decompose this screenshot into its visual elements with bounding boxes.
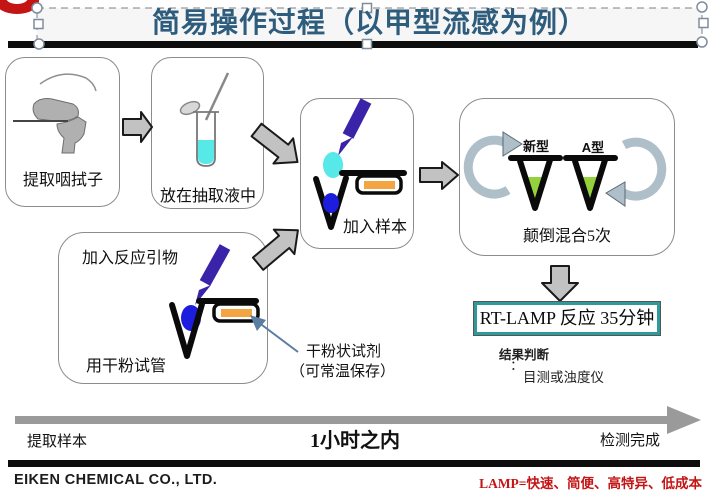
page-title: 简易操作过程（以甲型流感为例） xyxy=(151,8,587,39)
step2-card-extract[interactable] xyxy=(151,57,264,209)
step1-label: 提取咽拭子 xyxy=(22,172,103,189)
step4-label: 颠倒混合5次 xyxy=(522,228,611,245)
selection-handle[interactable] xyxy=(31,2,43,14)
timeline-middle-label: 1小时之内 xyxy=(310,430,400,452)
selection-handle[interactable] xyxy=(33,38,45,50)
timeline-start-label: 提取样本 xyxy=(27,434,88,450)
title-underline-bar xyxy=(8,41,698,48)
step3-label: 加入样本 xyxy=(343,219,408,236)
step4-card-mix[interactable] xyxy=(459,98,675,256)
selection-handle[interactable] xyxy=(698,17,709,29)
title-textbox[interactable] xyxy=(37,8,702,42)
rotate-left-icon xyxy=(463,131,523,199)
selection-handle[interactable] xyxy=(33,18,44,30)
tube-right-label: A型 xyxy=(581,140,605,155)
throat-swab-head-icon xyxy=(13,73,97,154)
rotate-right-icon xyxy=(605,137,667,207)
tube-new-type-icon xyxy=(508,155,563,211)
arrow-right-icon xyxy=(122,111,153,143)
tube-with-swab-icon xyxy=(179,72,230,167)
arrow-right-icon xyxy=(419,161,459,190)
tube-left-label: 新型 xyxy=(522,139,549,154)
step5-heading: 加入反应引物 xyxy=(82,250,179,267)
step5-label: 用干粉试管 xyxy=(86,358,167,375)
result-method: 目测或浊度仪 xyxy=(523,370,604,385)
footer-divider-bar xyxy=(8,460,700,467)
reagent-note-line1: 干粉状试剂 xyxy=(306,344,382,360)
selection-handle[interactable] xyxy=(361,38,373,50)
timeline-end-label: 检测完成 xyxy=(599,433,660,449)
lamp-tagline: LAMP=快速、简便、高特异、低成本 xyxy=(479,476,702,491)
pipette-into-dry-tube-icon xyxy=(169,244,260,359)
result-heading: 结果判断 xyxy=(499,348,550,362)
reaction-box: RT-LAMP 反应 35分钟 xyxy=(473,301,661,336)
arrow-up-right-icon xyxy=(251,228,299,271)
selection-handles[interactable] xyxy=(31,1,709,50)
selection-handle[interactable] xyxy=(696,36,708,48)
selection-handle[interactable] xyxy=(361,2,373,14)
arrow-down-right-icon xyxy=(250,122,299,165)
arrow-down-icon xyxy=(541,265,579,302)
long-right-arrow-icon xyxy=(15,406,701,434)
note-pointer-arrow-icon xyxy=(250,315,299,353)
tube-a-type-icon xyxy=(563,155,618,211)
result-colon: ： xyxy=(502,360,517,373)
step2-label: 放在抽取液中 xyxy=(159,188,256,205)
red-logo-fragment xyxy=(0,0,39,14)
company-name: EIKEN CHEMICAL CO., LTD. xyxy=(14,472,218,488)
selection-handle[interactable] xyxy=(696,1,708,13)
reagent-note-line2: （可常温保存） xyxy=(290,364,396,380)
pipette-into-dry-tube-icon xyxy=(313,98,407,230)
